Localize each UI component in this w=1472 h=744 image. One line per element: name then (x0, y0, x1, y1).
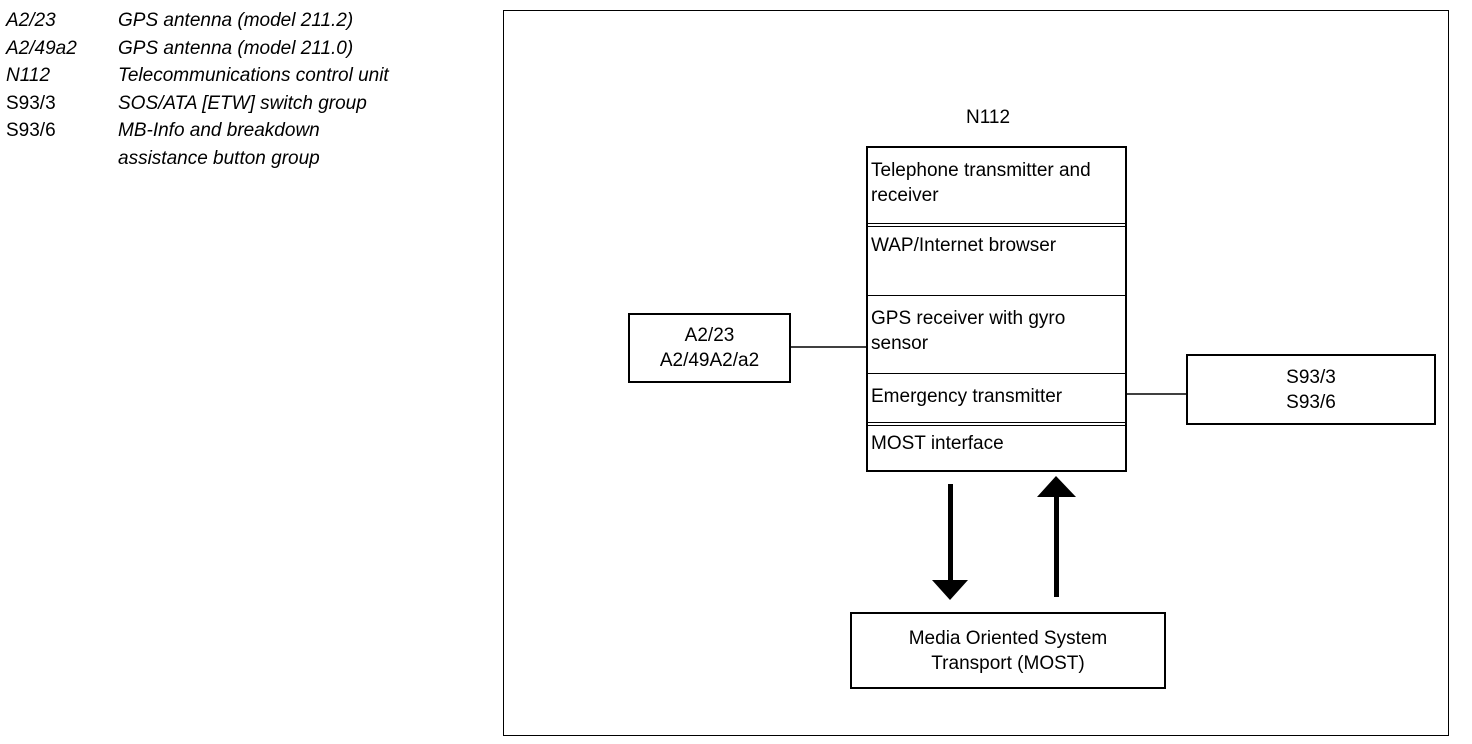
legend-description: MB-Info and breakdown assistance button … (118, 120, 320, 169)
antenna-box: A2/23 A2/49A2/a2 (628, 313, 791, 383)
legend-row-s93-3: S93/3 SOS/ATA [ETW] switch group (6, 90, 466, 118)
switch-box: S93/3 S93/6 (1186, 354, 1436, 425)
section-gps-receiver: GPS receiver with gyro sensor (868, 296, 1125, 374)
legend-code: A2/23 (6, 10, 56, 31)
up-arrow (1037, 476, 1076, 597)
legend-row-n112: N112 Telecommunications control unit (6, 62, 466, 90)
most-box-line1: Media Oriented System (908, 627, 1108, 649)
antenna-box-line1: A2/23 (684, 325, 735, 346)
legend-code: N112 (6, 65, 51, 86)
control-unit-box: Telephone transmitter and receiver WAP/I… (866, 146, 1127, 472)
legend-description: GPS antenna (model 211.0) (118, 37, 354, 59)
legend-description: Telecommunications control unit (118, 65, 389, 86)
diagram-frame (503, 10, 1449, 736)
section-wap-browser: WAP/Internet browser (868, 227, 1125, 296)
section-most-interface: MOST interface (871, 433, 1004, 454)
switch-box-line1: S93/3 (1286, 366, 1336, 388)
most-box-line2: Transport (MOST) (931, 652, 1085, 674)
down-arrow (932, 484, 968, 600)
legend-row-s93-6: S93/6 MB-Info and breakdown assistance b… (6, 117, 466, 172)
legend-code: S93/6 (6, 120, 56, 141)
control-unit-title: N112 (966, 107, 1011, 128)
antenna-box-line2: A2/49A2/a2 (659, 350, 760, 371)
legend: A2/23 GPS antenna (model 211.2) A2/49a2 … (6, 7, 466, 172)
legend-description: GPS antenna (model 211.2) (118, 10, 354, 31)
most-box: Media Oriented System Transport (MOST) (850, 612, 1166, 689)
legend-row-a2-49a2: A2/49a2 GPS antenna (model 211.0) (6, 35, 466, 63)
switch-box-line2: S93/6 (1286, 391, 1336, 413)
legend-code: S93/3 (6, 92, 56, 114)
legend-row-a2-23: A2/23 GPS antenna (model 211.2) (6, 7, 466, 35)
section-emergency-transmitter: Emergency transmitter (868, 374, 1125, 426)
section-telephone: Telephone transmitter and receiver (868, 148, 1125, 227)
legend-code: A2/49a2 (6, 37, 77, 59)
legend-description: SOS/ATA [ETW] switch group (118, 92, 367, 114)
